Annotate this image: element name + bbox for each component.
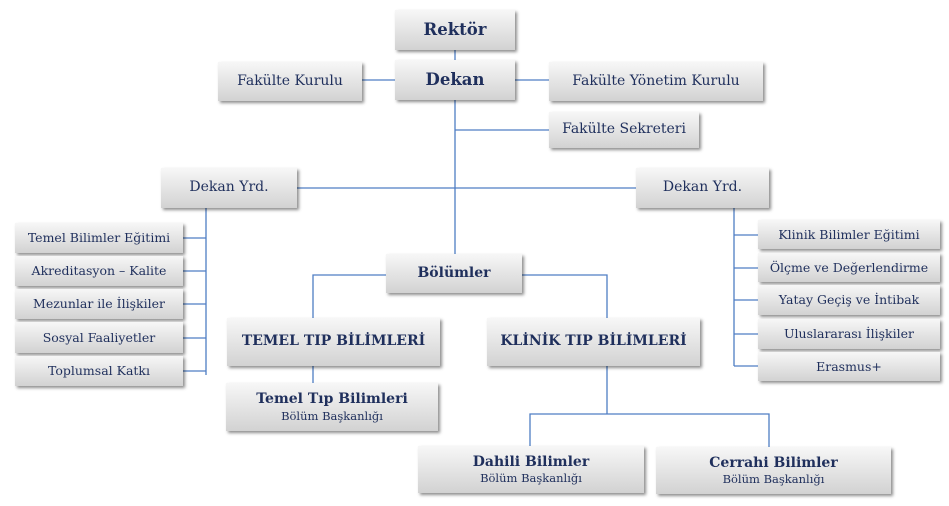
- faculty-board-box[interactable]: Fakülte Kurulu: [218, 62, 362, 101]
- left-item-label: Toplumsal Katkı: [47, 363, 151, 379]
- faculty-exec-board-box[interactable]: Fakülte Yönetim Kurulu: [549, 62, 763, 101]
- right-item-label: Klinik Bilimler Eğitimi: [778, 226, 920, 242]
- faculty-exec-board-label: Fakülte Yönetim Kurulu: [572, 72, 740, 89]
- left-item-label: Akreditasyon – Kalite: [31, 263, 167, 279]
- dean-label: Dekan: [425, 69, 485, 89]
- basic-head-subtitle: Bölüm Başkanlığı: [281, 408, 383, 423]
- clinical-sciences-label: KLİNİK TIP BİLİMLERİ: [500, 333, 687, 350]
- right-item-transfer[interactable]: Yatay Geçiş ve İntibak: [758, 285, 940, 315]
- departments-label: Bölümler: [417, 264, 491, 281]
- right-item-label: Erasmus+: [816, 358, 882, 374]
- faculty-secretary-label: Fakülte Sekreteri: [562, 121, 686, 138]
- right-item-international[interactable]: Uluslararası İlişkiler: [758, 319, 940, 349]
- surgical-head-subtitle: Bölüm Başkanlığı: [722, 472, 825, 487]
- right-item-label: Ölçme ve Değerlendirme: [769, 259, 929, 275]
- right-item-label: Uluslararası İlişkiler: [784, 326, 914, 342]
- vice-dean-right-box[interactable]: Dekan Yrd.: [636, 168, 769, 208]
- internal-head-title: Dahili Bilimler: [472, 453, 590, 470]
- rector-label: Rektör: [423, 19, 487, 39]
- basic-head-title: Temel Tıp Bilimleri: [256, 391, 408, 408]
- departments-box[interactable]: Bölümler: [386, 254, 522, 293]
- vice-dean-right-label: Dekan Yrd.: [662, 179, 743, 196]
- right-item-assessment[interactable]: Ölçme ve Değerlendirme: [758, 253, 940, 282]
- faculty-board-label: Fakülte Kurulu: [237, 72, 343, 89]
- right-item-label: Yatay Geçiş ve İntibak: [778, 292, 920, 308]
- left-item-social[interactable]: Sosyal Faaliyetler: [15, 322, 183, 353]
- basic-head-box[interactable]: Temel Tıp Bilimleri Bölüm Başkanlığı: [226, 383, 438, 431]
- left-item-label: Sosyal Faaliyetler: [42, 329, 156, 345]
- left-item-accreditation[interactable]: Akreditasyon – Kalite: [15, 256, 183, 286]
- rector-box[interactable]: Rektör: [395, 10, 515, 50]
- right-item-clinical-education[interactable]: Klinik Bilimler Eğitimi: [758, 220, 940, 249]
- internal-head-box[interactable]: Dahili Bilimler Bölüm Başkanlığı: [418, 446, 644, 493]
- faculty-secretary-box[interactable]: Fakülte Sekreteri: [549, 112, 699, 148]
- dean-box[interactable]: Dekan: [395, 60, 515, 100]
- vice-dean-left-box[interactable]: Dekan Yrd.: [161, 168, 297, 208]
- basic-sciences-label: TEMEL TIP BİLİMLERİ: [241, 333, 426, 350]
- left-item-alumni[interactable]: Mezunlar ile İlişkiler: [15, 289, 183, 319]
- left-item-label: Temel Bilimler Eğitimi: [27, 230, 171, 246]
- internal-head-subtitle: Bölüm Başkanlığı: [480, 471, 582, 486]
- left-item-basic-education[interactable]: Temel Bilimler Eğitimi: [15, 223, 183, 253]
- right-item-erasmus[interactable]: Erasmus+: [758, 352, 940, 381]
- basic-sciences-box[interactable]: TEMEL TIP BİLİMLERİ: [227, 318, 440, 366]
- left-item-community[interactable]: Toplumsal Katkı: [15, 356, 183, 386]
- left-item-label: Mezunlar ile İlişkiler: [33, 296, 165, 312]
- clinical-sciences-box[interactable]: KLİNİK TIP BİLİMLERİ: [487, 318, 700, 366]
- vice-dean-left-label: Dekan Yrd.: [189, 179, 269, 196]
- surgical-head-box[interactable]: Cerrahi Bilimler Bölüm Başkanlığı: [656, 447, 891, 494]
- surgical-head-title: Cerrahi Bilimler: [709, 454, 838, 471]
